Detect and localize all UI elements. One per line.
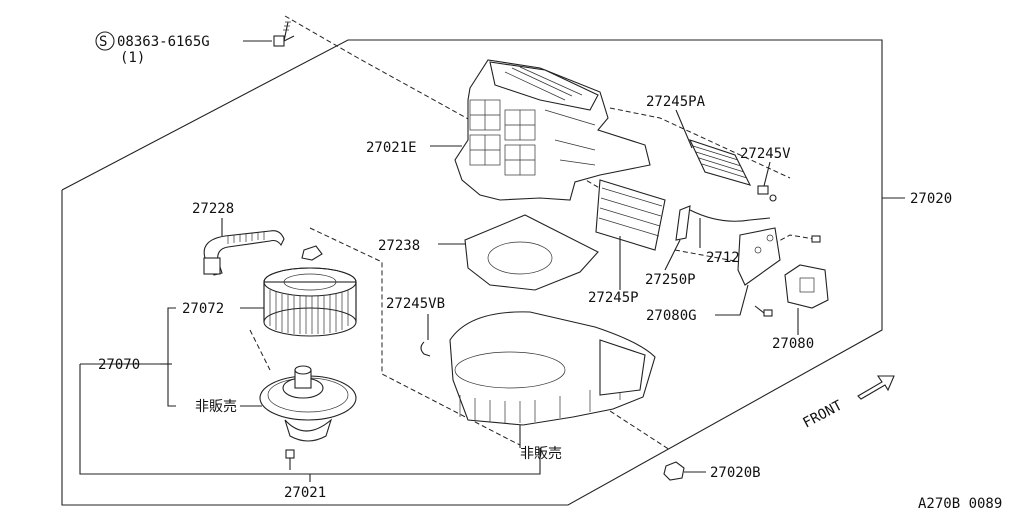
label-27245P: 27245P (588, 290, 639, 306)
label-27021: 27021 (284, 485, 326, 501)
leader-27080G (715, 284, 749, 316)
bolt-icon (273, 21, 295, 47)
label-08363-6165G: 08363-6165G (117, 34, 210, 50)
dashed-guide-motor (249, 329, 271, 371)
blower-sub-bracket (167, 307, 176, 407)
motor-screw-icon (285, 449, 295, 470)
leader-27245V (763, 161, 771, 187)
seal-plate-illustration (464, 214, 599, 291)
dashed-guide-case (309, 227, 521, 446)
intake-case-illustration (454, 59, 651, 201)
clip-27250P-icon (675, 205, 691, 241)
clip-27245VB-icon (420, 341, 431, 357)
filter-27245P-illustration (595, 179, 666, 251)
dashed-guide-resistor (674, 234, 821, 263)
dashed-guide-filter (609, 107, 791, 179)
label-27080G: 27080G (646, 308, 697, 324)
label-27245VB: 27245VB (386, 296, 445, 312)
label-not-for-sale-case: 非販売 (520, 446, 562, 462)
leader-27245PA (675, 109, 693, 149)
label-27020: 27020 (910, 191, 952, 207)
blower-fan-illustration (263, 267, 357, 337)
label-27080: 27080 (772, 336, 814, 352)
blower-case-illustration (449, 311, 656, 426)
label-27238: 27238 (378, 238, 420, 254)
label-27020B: 27020B (710, 465, 761, 481)
label-27072: 27072 (182, 301, 224, 317)
assembly-boundary (61, 39, 883, 506)
label-27250P: 27250P (645, 272, 696, 288)
nut-27020B-icon (663, 461, 685, 481)
wire-harness-illustration (689, 209, 771, 222)
filter-27245PA-illustration (688, 139, 752, 186)
bracket-27080G-illustration (737, 227, 781, 286)
screw-27080G-icon (754, 235, 821, 317)
label-27245V: 27245V (740, 146, 791, 162)
label-not-for-sale-motor: 非販売 (195, 399, 237, 415)
label-27245PA: 27245PA (646, 94, 706, 110)
label-bolt-quantity: (1) (120, 50, 145, 66)
label-front: FRONT (800, 397, 845, 431)
label-27228: 27228 (192, 201, 234, 217)
blower-motor-illustration (259, 365, 357, 442)
clip-27245V-icon (757, 185, 777, 202)
screw-symbol-letter: S (99, 34, 107, 50)
intake-actuator-illustration (784, 264, 829, 309)
label-27070: 27070 (98, 357, 140, 373)
aspirator-hose-illustration (203, 230, 285, 276)
screw-symbol-icon: S (95, 31, 115, 51)
label-27021E: 27021E (366, 140, 417, 156)
nut-icon (301, 245, 323, 261)
leader-27250P (664, 239, 681, 271)
front-direction-arrow-icon (857, 375, 895, 400)
figure-code: A270B 0089 (918, 496, 1002, 512)
